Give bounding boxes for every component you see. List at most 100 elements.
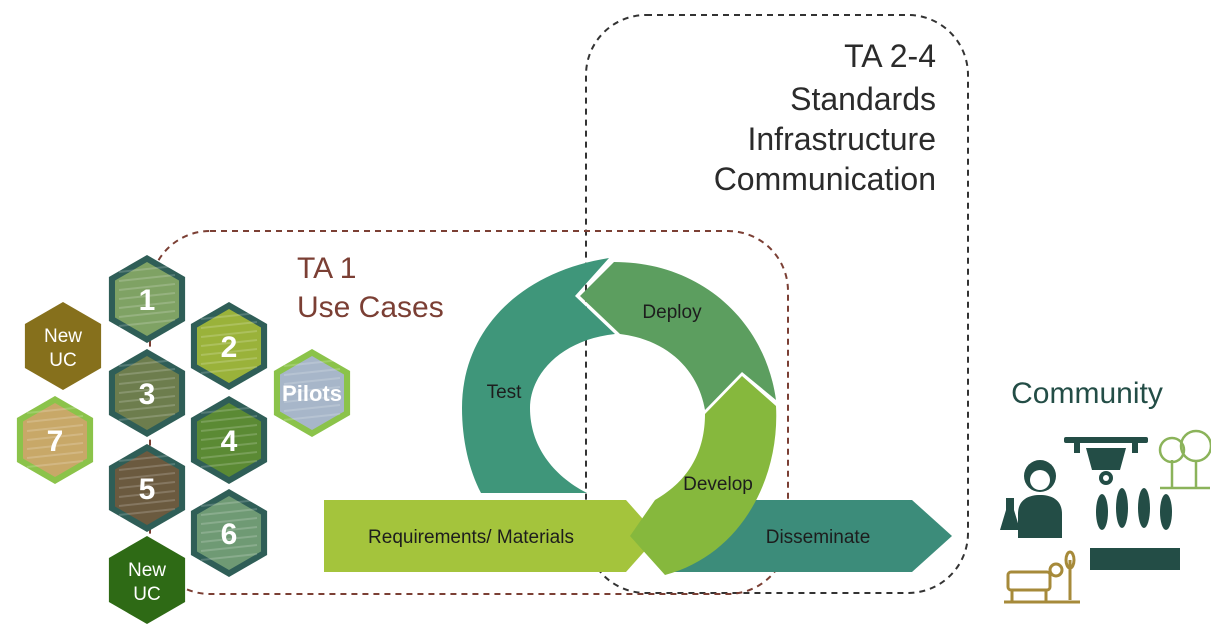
hex-texture-line bbox=[283, 413, 341, 421]
hex-texture-line bbox=[26, 442, 84, 450]
hex-texture-line bbox=[200, 366, 258, 374]
hex-texture-line bbox=[26, 433, 84, 441]
drone-icon bbox=[1064, 437, 1148, 485]
hex-photo-1 bbox=[115, 262, 179, 336]
hex-texture-line bbox=[118, 274, 176, 282]
hex-texture-line bbox=[118, 472, 176, 480]
hex-texture-line bbox=[200, 508, 258, 516]
hex-texture-line bbox=[200, 321, 258, 329]
hex-label-4: 4 bbox=[221, 425, 238, 458]
hex-label-7: 7 bbox=[47, 425, 64, 458]
hex-photo-2 bbox=[197, 309, 261, 383]
ta1-label: TA 1 Use Cases bbox=[297, 252, 444, 324]
hex-texture-line bbox=[200, 415, 258, 423]
hex-texture-line bbox=[118, 368, 176, 376]
disseminate-label: Disseminate bbox=[766, 527, 871, 548]
ta24-communication: Communication bbox=[714, 161, 936, 197]
hex-texture-line bbox=[118, 463, 176, 471]
hex-texture-line bbox=[200, 433, 258, 441]
hex-texture-line bbox=[118, 481, 176, 489]
trees-icon bbox=[1158, 429, 1211, 490]
livestock-icon bbox=[1004, 550, 1080, 604]
hex-texture-line bbox=[200, 406, 258, 414]
cycle-test-segment bbox=[462, 258, 615, 493]
ta24-title: TA 2-4 bbox=[844, 38, 936, 74]
new-uc-bottom-hex bbox=[108, 536, 186, 624]
new-uc-top-hex bbox=[24, 302, 102, 390]
requirements-arrow bbox=[324, 500, 658, 572]
hex-texture-line bbox=[118, 292, 176, 300]
hex-texture-line bbox=[118, 395, 176, 403]
ta24-label: TA 2-4 Standards Infrastructure Communic… bbox=[714, 38, 936, 197]
hex-texture-line bbox=[26, 460, 84, 468]
hex-texture-line bbox=[283, 368, 341, 376]
hex-photo-8 bbox=[280, 356, 344, 430]
community-label: Community bbox=[1011, 377, 1163, 410]
hex-label-6: 6 bbox=[221, 518, 238, 551]
hex-label-3: 3 bbox=[139, 378, 156, 411]
hex-texture-line bbox=[200, 442, 258, 450]
hex-texture-line bbox=[200, 460, 258, 468]
hex-texture-line bbox=[26, 451, 84, 459]
ta24-infrastructure: Infrastructure bbox=[747, 121, 936, 157]
hex-texture-line bbox=[118, 413, 176, 421]
hex-texture-line bbox=[118, 283, 176, 291]
new-uc-top-hex-text-1: New bbox=[44, 326, 82, 347]
cycle-test-label: Test bbox=[487, 382, 523, 403]
hex-texture-line bbox=[118, 490, 176, 498]
scientist-icon bbox=[1000, 460, 1062, 538]
hex-texture-line bbox=[200, 357, 258, 365]
hex-texture-line bbox=[118, 386, 176, 394]
cycle-deploy-segment bbox=[580, 262, 776, 410]
hex-texture-line bbox=[283, 386, 341, 394]
hex-texture-line bbox=[200, 553, 258, 561]
hex-texture-line bbox=[118, 301, 176, 309]
hex-texture-line bbox=[283, 359, 341, 367]
ta1-title: TA 1 bbox=[297, 252, 356, 285]
hex-photo-4 bbox=[197, 403, 261, 477]
requirements-label: Requirements/ Materials bbox=[368, 527, 574, 548]
hex-label-1: 1 bbox=[139, 284, 156, 317]
hex-texture-line bbox=[118, 404, 176, 412]
hex-photo-6 bbox=[197, 496, 261, 570]
hex-texture-line bbox=[118, 359, 176, 367]
new-uc-bottom-hex-text-2: UC bbox=[133, 584, 160, 605]
hex-texture-line bbox=[200, 339, 258, 347]
hex-label-5: 5 bbox=[139, 473, 156, 506]
hex-texture-line bbox=[200, 312, 258, 320]
new-uc-top-hex-text-2: UC bbox=[49, 350, 76, 371]
hex-texture-line bbox=[26, 415, 84, 423]
hex-texture-line bbox=[200, 424, 258, 432]
hex-texture-line bbox=[283, 404, 341, 412]
crops-icon bbox=[1090, 488, 1180, 570]
ta24-boundary bbox=[585, 14, 969, 594]
hex-label-2: 2 bbox=[221, 331, 238, 364]
ta1-boundary bbox=[149, 230, 789, 595]
cycle-develop-label: Develop bbox=[683, 474, 753, 495]
hex-texture-line bbox=[118, 319, 176, 327]
hex-texture-line bbox=[118, 454, 176, 462]
hex-texture-line bbox=[118, 508, 176, 516]
hex-texture-line bbox=[283, 395, 341, 403]
hex-label-8: Pilots bbox=[282, 381, 342, 406]
cycle-deploy-label: Deploy bbox=[642, 302, 702, 323]
cycle-develop-segment bbox=[630, 376, 777, 575]
new-uc-bottom-hex-text-1: New bbox=[128, 560, 166, 581]
hex-texture-line bbox=[26, 424, 84, 432]
hex-texture-line bbox=[200, 544, 258, 552]
hex-texture-line bbox=[200, 517, 258, 525]
hex-texture-line bbox=[200, 499, 258, 507]
hex-photo-5 bbox=[115, 451, 179, 525]
hex-texture-line bbox=[200, 330, 258, 338]
hex-texture-line bbox=[200, 526, 258, 534]
hex-texture-line bbox=[26, 406, 84, 414]
hex-texture-line bbox=[200, 451, 258, 459]
hex-texture-line bbox=[283, 377, 341, 385]
hex-photo-7 bbox=[23, 403, 87, 477]
ta1-use-cases: Use Cases bbox=[297, 291, 444, 324]
hex-texture-line bbox=[118, 499, 176, 507]
ta24-standards: Standards bbox=[790, 81, 936, 117]
hex-photo-3 bbox=[115, 356, 179, 430]
